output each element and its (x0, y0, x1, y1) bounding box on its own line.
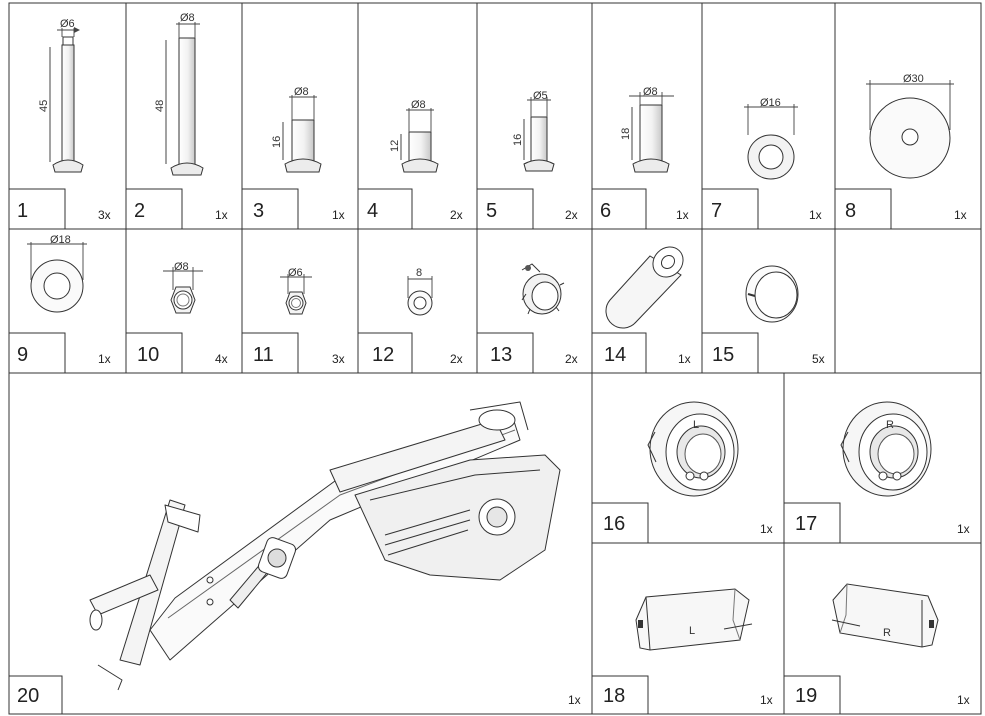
part-17-number: 17 (795, 513, 817, 535)
part-1-length: 45 (38, 100, 50, 112)
part-12-size: 8 (416, 267, 422, 279)
part-6-pin (629, 92, 674, 173)
part-3-diameter: Ø8 (294, 86, 309, 98)
part-4-qty: 2x (450, 208, 463, 222)
part-9-diameter: Ø18 (50, 234, 71, 246)
part-6-diameter: Ø8 (643, 86, 658, 98)
part-10-nut (163, 267, 203, 314)
part-1-diameter: Ø6 (60, 18, 75, 30)
part-2-qty: 1x (215, 208, 228, 222)
part-19-qty: 1x (957, 693, 970, 707)
part-17-endcap (840, 401, 932, 497)
part-5-qty: 2x (565, 208, 578, 222)
part-5-pin (523, 97, 555, 172)
part-12-number: 12 (372, 344, 394, 366)
part-4-number: 4 (367, 200, 378, 222)
part-20-qty: 1x (568, 693, 581, 707)
part-5-number: 5 (486, 200, 497, 222)
part-6-number: 6 (600, 200, 611, 222)
part-1-qty: 3x (98, 208, 111, 222)
part-2-diameter: Ø8 (180, 12, 195, 24)
part-12-qty: 2x (450, 352, 463, 366)
part-11-nut (280, 274, 312, 315)
part-16-qty: 1x (760, 522, 773, 536)
grid (8, 2, 982, 715)
part-12-cap (407, 276, 433, 316)
part-3-pin (282, 95, 322, 173)
part-7-qty: 1x (809, 208, 822, 222)
part-2-pin (165, 22, 204, 176)
part-14-tube (605, 246, 684, 329)
part-14-qty: 1x (678, 352, 691, 366)
part-1-number: 1 (17, 200, 28, 222)
part-11-number: 11 (253, 344, 274, 366)
part-9-washer (27, 242, 87, 313)
part-20-number: 20 (17, 685, 39, 707)
part-3-length: 16 (271, 136, 283, 148)
part-18-qty: 1x (760, 693, 773, 707)
part-15-ring (745, 265, 799, 323)
part-9-qty: 1x (98, 352, 111, 366)
part-8-diameter: Ø30 (903, 73, 924, 85)
part-10-number: 10 (137, 344, 159, 366)
part-4-length: 12 (389, 140, 401, 152)
part-17-qty: 1x (957, 522, 970, 536)
part-7-diameter: Ø16 (760, 97, 781, 109)
part-8-qty: 1x (954, 208, 967, 222)
part-11-qty: 3x (332, 352, 345, 366)
part-7-number: 7 (711, 200, 722, 222)
part-18-mark: L (689, 625, 695, 637)
part-9-number: 9 (17, 344, 28, 366)
part-13-number: 13 (490, 344, 512, 366)
part-1-pin (49, 27, 84, 173)
part-19-cover (831, 583, 939, 648)
part-13-bushing (521, 263, 565, 315)
part-2-number: 2 (134, 200, 145, 222)
part-13-qty: 2x (565, 352, 578, 366)
part-labels: 1 3x 2 1x 3 1x 4 2x 5 2x 6 1x 7 1x 8 1x … (17, 200, 970, 707)
part-15-qty: 5x (812, 352, 825, 366)
part-11-diameter: Ø6 (288, 267, 303, 279)
part-7-spacer (744, 104, 798, 180)
part-4-diameter: Ø8 (411, 99, 426, 111)
part-16-endcap (647, 401, 739, 497)
part-2-length: 48 (154, 100, 166, 112)
part-8-washer (866, 80, 954, 179)
part-17-mark: R (886, 419, 894, 431)
part-16-number: 16 (603, 513, 625, 535)
part-19-number: 19 (795, 685, 817, 707)
part-5-diameter: Ø5 (533, 90, 548, 102)
part-15-number: 15 (712, 344, 734, 366)
part-14-number: 14 (604, 344, 626, 366)
part-18-number: 18 (603, 685, 625, 707)
part-8-number: 8 (845, 200, 856, 222)
part-10-qty: 4x (215, 352, 228, 366)
part-20-frame-assembly (89, 401, 561, 691)
part-18-cover (635, 588, 753, 651)
part-6-qty: 1x (676, 208, 689, 222)
part-19-mark: R (883, 627, 891, 639)
part-5-length: 16 (512, 134, 524, 146)
part-10-diameter: Ø8 (174, 261, 189, 273)
part-3-number: 3 (253, 200, 264, 222)
part-16-mark: L (693, 419, 699, 431)
part-3-qty: 1x (332, 208, 345, 222)
part-6-length: 18 (620, 128, 632, 140)
part-4-pin (400, 108, 439, 173)
